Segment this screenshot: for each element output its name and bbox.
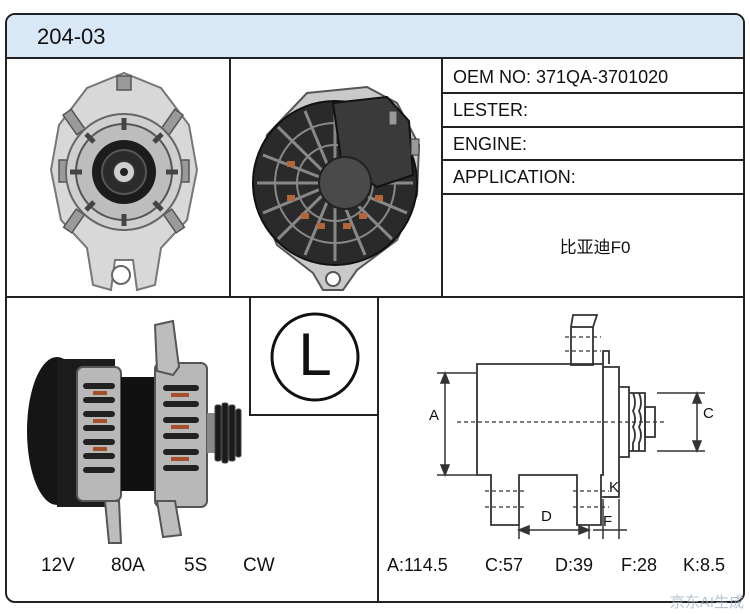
dimension-d: D:39 [555,555,594,575]
application-label: APPLICATION: [453,167,576,187]
lester-label: LESTER: [453,100,529,120]
alternator-rear-photo [252,85,421,291]
diagram-label-a: A [429,407,440,424]
rotation-value: CW [243,555,275,576]
divider-images-specs [441,59,443,297]
diagram-label-d: D [541,508,552,525]
dimension-a: A:114.5 [387,555,448,575]
engine-label: ENGINE: [453,134,528,154]
diagram-label-c: C [703,405,714,422]
spec-divider-1 [441,92,743,94]
dimension-c: C:57 [485,555,524,575]
alternator-side-photo [27,319,242,544]
regulator-type-badge [270,312,360,402]
divider-rows [7,296,743,298]
alternator-front-photo [49,71,199,292]
dimension-f: F:28 [621,555,658,575]
pulley-value: 5S [184,555,208,576]
product-sheet: 204-03 OEM NO: 371QA-3701020 LESTER: ENG… [5,13,745,603]
diagram-label-f: F [603,513,613,530]
divider-badge-diagram [377,296,379,601]
spec-divider-2 [441,126,743,128]
dimension-k: K:8.5 [683,555,726,575]
oem-number: OEM NO: 371QA-3701020 [453,67,669,87]
regulator-type-letter: L [298,321,332,388]
title-bar: 204-03 [7,15,743,59]
dimension-drawing [437,314,705,539]
divider-badge-bottom [249,414,379,416]
diagram-label-k: K [609,479,620,496]
voltage-value: 12V [41,555,75,576]
divider-side-badge [249,296,251,416]
spec-divider-4 [441,193,743,195]
watermark: 京东AI生成 [669,594,744,611]
part-number-title: 204-03 [37,24,106,49]
application-value: 比亚迪F0 [559,238,631,257]
amperage-value: 80A [111,555,145,576]
spec-divider-3 [441,159,743,161]
divider-front-rear [229,59,231,297]
